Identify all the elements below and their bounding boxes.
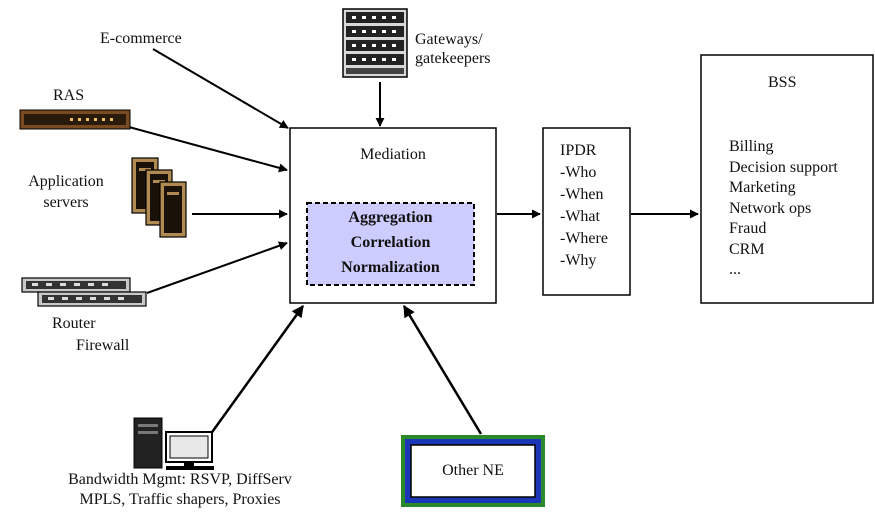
- ras-label: RAS: [53, 87, 85, 104]
- bss-items: Billing Decision support Marketing Netwo…: [729, 137, 838, 281]
- ipdr-content: IPDR -Who -When -What -Where -Why: [560, 140, 608, 272]
- ecommerce-arrow: [152, 48, 289, 129]
- bss-item-network-ops: Network ops: [729, 199, 812, 217]
- mediation-functions: Aggregation Correlation Normalization: [307, 205, 474, 280]
- bss-title: BSS: [768, 74, 797, 91]
- firewall-label: Firewall: [76, 337, 130, 354]
- ipdr-item-what: -What: [560, 208, 600, 225]
- bss-item-billing: Billing: [729, 138, 774, 155]
- router-firewall-label: Router Firewall: [52, 313, 129, 357]
- gateways-label-line2: gatekeepers: [415, 50, 491, 67]
- mediation-function-normalization: Normalization: [341, 259, 440, 276]
- ipdr-box: [542, 127, 631, 296]
- bss-item-fraud: Fraud: [729, 220, 767, 237]
- ipdr-title: IPDR: [560, 142, 597, 159]
- gateways-label-line1: Gateways/: [415, 31, 483, 48]
- mediation-function-correlation: Correlation: [350, 234, 431, 251]
- gateway-rack-icon: [342, 8, 408, 78]
- router-firewall-icon: [21, 277, 147, 307]
- router-label: Router: [52, 315, 96, 332]
- application-servers-label: Application servers: [14, 171, 118, 213]
- bss-item-decision-support: Decision support: [729, 158, 838, 176]
- other-ne-label: Other NE: [442, 462, 504, 479]
- bss-item-ellipsis: ...: [729, 261, 741, 278]
- ipdr-item-when: -When: [560, 186, 604, 203]
- ecommerce-label: E-commerce: [100, 30, 182, 47]
- ipdr-item-where: -Where: [560, 230, 608, 247]
- mediation-functions-box: [306, 202, 475, 286]
- bandwidth-mgmt-label-line1: Bandwidth Mgmt: RSVP, DiffServ: [68, 471, 292, 488]
- ras-device-icon: [19, 109, 131, 130]
- mediation-title: Mediation: [360, 146, 426, 163]
- ras-arrow: [128, 126, 288, 173]
- bandwidth-mgmt-label: Bandwidth Mgmt: RSVP, DiffServ MPLS, Tra…: [20, 470, 340, 510]
- other-ne-box: [410, 444, 536, 498]
- gateways-label: Gateways/ gatekeepers: [415, 30, 491, 68]
- bandwidth-mgmt-label-line2: MPLS, Traffic shapers, Proxies: [79, 491, 281, 508]
- ipdr-item-who: -Who: [560, 164, 597, 181]
- mediation-function-aggregation: Aggregation: [348, 209, 433, 226]
- application-server-icon: [131, 157, 187, 238]
- bandwidth-arrow: [208, 305, 305, 436]
- bss-box: [700, 54, 874, 304]
- workstation-icon: [133, 417, 214, 470]
- ipdr-item-why: -Why: [560, 252, 597, 269]
- router-arrow: [146, 241, 288, 294]
- application-servers-label-line1: Application: [28, 173, 104, 190]
- bss-item-marketing: Marketing: [729, 179, 796, 196]
- other-ne-arrow: [402, 304, 483, 435]
- application-servers-label-line2: servers: [43, 194, 89, 211]
- bss-item-crm: CRM: [729, 240, 765, 258]
